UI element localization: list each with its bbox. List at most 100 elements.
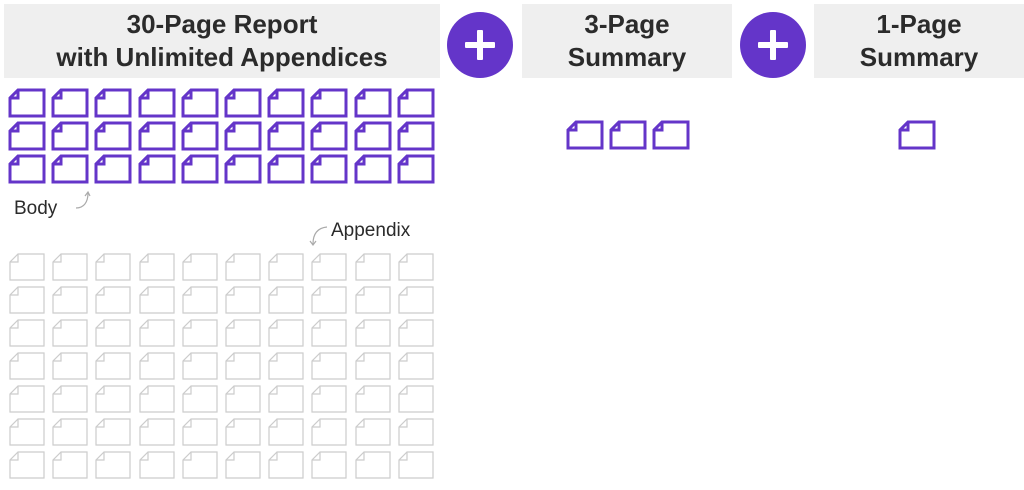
body-page-icon — [224, 88, 262, 118]
appendix-page-icon — [310, 285, 348, 315]
appendix-arrow-icon — [309, 226, 328, 246]
plus-icon — [447, 12, 513, 78]
appendix-page-icon — [397, 285, 435, 315]
appendix-page-icon — [94, 384, 132, 414]
appendix-page-icon — [224, 351, 262, 381]
plus-icon — [740, 12, 806, 78]
appendix-page-icon — [8, 318, 46, 348]
appendix-page-icon — [8, 450, 46, 480]
appendix-page-icon — [8, 351, 46, 381]
appendix-page-icon — [310, 351, 348, 381]
appendix-page-icon — [397, 252, 435, 282]
appendix-page-icon — [51, 351, 89, 381]
report-header: 30-Page Report with Unlimited Appendices — [4, 4, 440, 78]
appendix-page-icon — [138, 252, 176, 282]
body-page-icon — [181, 154, 219, 184]
appendix-page-icon — [354, 417, 392, 447]
body-page-icon — [354, 154, 392, 184]
three-page-summary-line2: Summary — [567, 42, 687, 72]
body-page-icon — [181, 88, 219, 118]
appendix-page-icon — [354, 252, 392, 282]
appendix-page-icon — [267, 417, 305, 447]
appendix-page-icon — [397, 450, 435, 480]
appendix-page-icon — [138, 285, 176, 315]
appendix-label: Appendix — [331, 220, 411, 241]
body-page-icon — [397, 121, 435, 151]
appendix-page-icon — [51, 384, 89, 414]
body-page-icon — [397, 154, 435, 184]
body-page-icon — [310, 121, 348, 151]
appendix-page-icon — [94, 285, 132, 315]
body-page-icon — [8, 88, 46, 118]
body-page-icon — [94, 154, 132, 184]
body-arrow-icon — [75, 190, 91, 209]
appendix-page-icon — [267, 450, 305, 480]
appendix-page-icon — [224, 285, 262, 315]
appendix-page-icon — [397, 384, 435, 414]
summary-page-icon — [609, 120, 647, 150]
body-label: Body — [14, 198, 58, 219]
body-page-icon — [138, 154, 176, 184]
appendix-page-icon — [267, 384, 305, 414]
appendix-page-icon — [8, 285, 46, 315]
body-page-icon — [310, 88, 348, 118]
three-page-summary-line1: 3-Page — [584, 9, 670, 39]
one-page-summary-pages — [898, 120, 942, 154]
appendix-page-icon — [51, 450, 89, 480]
appendix-page-icon — [224, 252, 262, 282]
one-page-summary-line2: Summary — [859, 42, 979, 72]
appendix-page-icon — [181, 285, 219, 315]
appendix-page-icon — [181, 252, 219, 282]
appendix-page-icon — [267, 285, 305, 315]
appendix-page-icon — [310, 252, 348, 282]
appendix-page-icon — [94, 252, 132, 282]
appendix-page-icon — [354, 285, 392, 315]
appendix-page-icon — [94, 351, 132, 381]
body-page-icon — [354, 88, 392, 118]
appendix-page-icon — [354, 318, 392, 348]
appendix-page-icon — [138, 351, 176, 381]
appendix-page-icon — [138, 450, 176, 480]
summary-page-icon — [898, 120, 936, 150]
appendix-page-icon — [8, 417, 46, 447]
appendix-page-icon — [310, 384, 348, 414]
three-page-summary-pages — [566, 120, 696, 154]
report-header-line2: with Unlimited Appendices — [56, 42, 388, 72]
body-page-icon — [51, 121, 89, 151]
body-page-icon — [138, 88, 176, 118]
body-page-icon — [397, 88, 435, 118]
appendix-page-icon — [181, 450, 219, 480]
appendix-page-icon — [181, 351, 219, 381]
body-page-icon — [8, 154, 46, 184]
appendix-page-icon — [138, 417, 176, 447]
appendix-page-icon — [8, 252, 46, 282]
body-page-icon — [94, 121, 132, 151]
appendix-page-icon — [397, 318, 435, 348]
appendix-page-icon — [267, 351, 305, 381]
appendix-page-icon — [354, 351, 392, 381]
appendix-page-icon — [94, 318, 132, 348]
appendix-page-icon — [51, 285, 89, 315]
body-page-icon — [224, 154, 262, 184]
appendix-page-icon — [354, 450, 392, 480]
appendix-page-icon — [181, 417, 219, 447]
appendix-pages-grid — [8, 252, 438, 484]
appendix-page-icon — [181, 384, 219, 414]
appendix-page-icon — [397, 351, 435, 381]
body-page-icon — [181, 121, 219, 151]
appendix-page-icon — [94, 417, 132, 447]
body-page-icon — [94, 88, 132, 118]
report-header-line1: 30-Page Report — [126, 9, 318, 39]
body-page-icon — [138, 121, 176, 151]
appendix-page-icon — [51, 252, 89, 282]
appendix-page-icon — [138, 318, 176, 348]
one-page-summary-line1: 1-Page — [876, 9, 962, 39]
body-page-icon — [224, 121, 262, 151]
appendix-page-icon — [224, 417, 262, 447]
body-page-icon — [51, 88, 89, 118]
appendix-page-icon — [397, 417, 435, 447]
body-pages-grid — [8, 88, 438, 188]
body-page-icon — [267, 121, 305, 151]
appendix-page-icon — [224, 384, 262, 414]
appendix-page-icon — [224, 318, 262, 348]
